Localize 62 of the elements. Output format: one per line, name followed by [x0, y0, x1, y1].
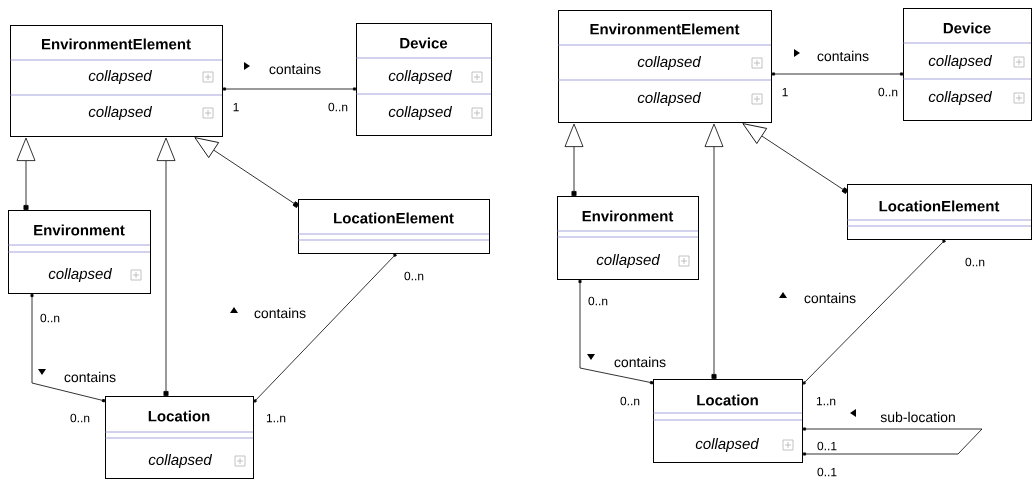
association-line [803, 427, 983, 456]
edge-label: contains [267, 62, 323, 76]
class-name: EnvironmentElement [42, 38, 191, 50]
class-name: Environment [582, 210, 674, 222]
compartment-label: collapsed [637, 92, 702, 106]
edge-label: contains [802, 291, 858, 305]
edge-label: contains [252, 306, 308, 320]
edge-label: contains [612, 355, 668, 369]
class-name: Device [400, 37, 448, 49]
multiplicity-label: 0..n [965, 257, 985, 267]
class-box [902, 8, 1032, 121]
class-box [846, 184, 1032, 240]
class-box [557, 10, 772, 123]
class-box [297, 199, 490, 254]
class-name: Environment [34, 224, 125, 236]
multiplicity-label: 0..n [40, 313, 60, 323]
generalization-arrow [194, 137, 300, 208]
edge-label: contains [815, 49, 871, 63]
generalization-arrow [564, 123, 584, 196]
generalization-arrow [16, 137, 36, 210]
compartment-label: collapsed [928, 55, 993, 69]
association-line [802, 239, 946, 385]
multiplicity-label: 0..n [588, 296, 608, 306]
association-line [253, 253, 397, 403]
multiplicity-label: 0..n [70, 413, 90, 423]
class-name: EnvironmentElement [590, 23, 740, 35]
compartment-label: collapsed [695, 438, 760, 452]
compartment-label: collapsed [48, 268, 113, 282]
class-box [7, 210, 151, 294]
multiplicity-label: 1..n [266, 413, 286, 423]
edge-label: contains [62, 370, 118, 384]
association-line [772, 72, 903, 76]
class-name: LocationElement [879, 200, 1000, 212]
compartment-label: collapsed [637, 56, 702, 70]
class-name: LocationElement [334, 212, 454, 224]
class-box [9, 25, 223, 137]
association-line [223, 87, 356, 91]
class-name: Device [943, 22, 991, 34]
association-line [30, 294, 106, 403]
compartment-label: collapsed [148, 454, 213, 468]
multiplicity-label: 0..1 [817, 441, 837, 451]
generalization-arrow [704, 123, 724, 379]
compartment-label: collapsed [88, 106, 153, 120]
class-name: Location [697, 394, 758, 406]
multiplicity-label: 0..1 [817, 467, 837, 477]
compartment-label: collapsed [88, 70, 153, 84]
class-box [652, 379, 803, 463]
generalization-arrow [156, 137, 176, 396]
compartment-label: collapsed [596, 254, 661, 268]
association-line [578, 280, 654, 385]
generalization-arrow [742, 123, 849, 194]
class-box [355, 23, 492, 136]
compartment-label: collapsed [388, 70, 453, 84]
class-box [104, 396, 254, 479]
edge-label: sub-location [879, 410, 957, 424]
class-name: Location [148, 410, 210, 422]
multiplicity-label: 1..n [816, 396, 836, 406]
class-box [556, 196, 699, 280]
multiplicity-label: 0..n [620, 396, 640, 406]
multiplicity-label: 0..n [404, 271, 424, 281]
compartment-label: collapsed [388, 106, 453, 120]
compartment-label: collapsed [928, 91, 993, 105]
